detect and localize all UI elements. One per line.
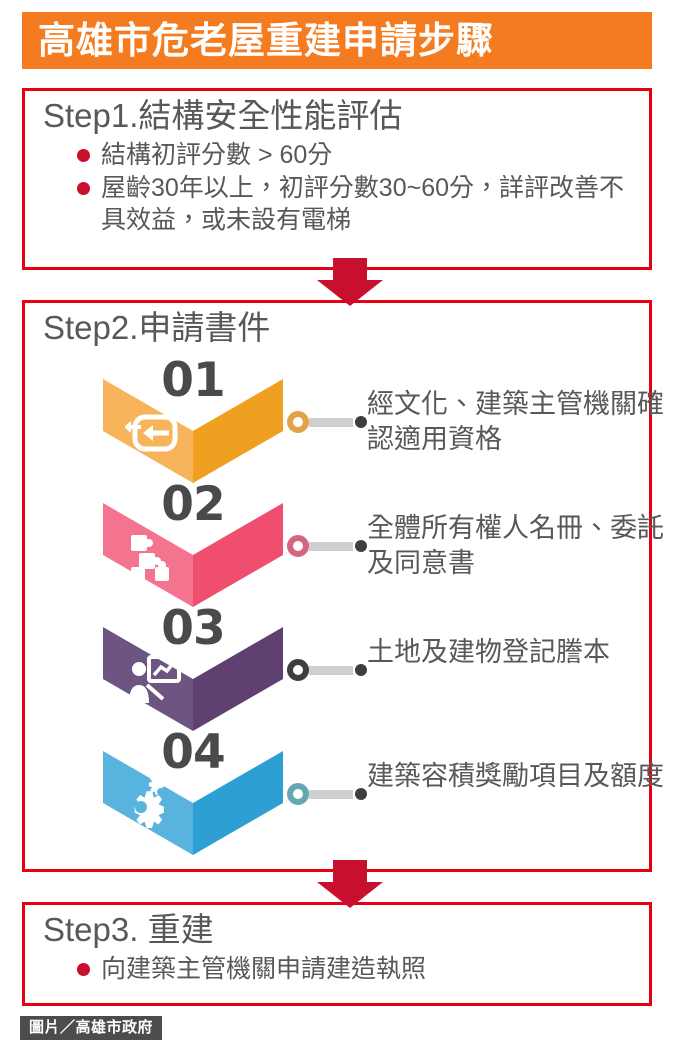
step2-item-list: 01 經文化、建築主管機關確認適用資格: [25, 357, 664, 861]
chevron-01: 01: [103, 357, 283, 483]
list-item: 03 土地及建物登記謄本: [25, 605, 649, 737]
step1-bullet-list: 結構初評分數 > 60分 屋齡30年以上，初評分數30~60分，詳評改善不具效益…: [25, 139, 649, 236]
step3-bullet-list: 向建築主管機關申請建造執照: [25, 953, 649, 985]
down-arrow-icon: [317, 860, 383, 908]
arrow-shaft: [333, 258, 367, 280]
gears-icon: [125, 775, 187, 833]
connector-04: [287, 781, 367, 807]
arrow-shaft: [333, 860, 367, 882]
item-label: 經文化、建築主管機關確認適用資格: [367, 389, 664, 455]
connector-dot-icon: [355, 664, 367, 676]
refresh-arrows-icon: [125, 403, 187, 461]
chevron-03: 03: [103, 605, 283, 731]
connector-bar: [309, 417, 353, 427]
connector-ring-icon: [287, 535, 309, 557]
down-arrow-icon: [317, 258, 383, 306]
connector-dot-icon: [355, 416, 367, 428]
item-label: 土地及建物登記謄本: [367, 637, 610, 667]
connector-bar: [309, 665, 353, 675]
bullet-dot-icon: [77, 962, 90, 976]
connector-ring-icon: [287, 783, 309, 805]
step3-bullet-text: 向建築主管機關申請建造執照: [101, 954, 427, 983]
presenter-chart-icon: [125, 651, 187, 709]
chevron-04: 04: [103, 729, 283, 855]
connector-dot-icon: [355, 540, 367, 552]
list-item: 屋齡30年以上，初評分數30~60分，詳評改善不具效益，或未設有電梯: [77, 172, 649, 236]
connector-02: [287, 533, 367, 559]
connector-dot-icon: [355, 788, 367, 800]
puzzle-pieces-icon: [125, 527, 187, 585]
arrow-head: [317, 280, 383, 306]
step1-title: Step1.結構安全性能評估: [43, 97, 403, 134]
step3-box: Step3. 重建 向建築主管機關申請建造執照: [22, 902, 652, 1006]
list-item: 01 經文化、建築主管機關確認適用資格: [25, 357, 664, 489]
connector-ring-icon: [287, 411, 309, 433]
connector-bar: [309, 789, 353, 799]
connector-01: [287, 409, 367, 435]
page-title: 高雄市危老屋重建申請步驟: [38, 20, 494, 61]
list-item: 結構初評分數 > 60分: [77, 139, 649, 171]
connector-bar: [309, 541, 353, 551]
step2-title: Step2.申請書件: [43, 309, 271, 346]
list-item: 向建築主管機關申請建造執照: [77, 953, 649, 985]
chevron-02: 02: [103, 481, 283, 607]
connector-ring-icon: [287, 659, 309, 681]
bullet-dot-icon: [77, 148, 90, 162]
item-label: 全體所有權人名冊、委託及同意書: [367, 513, 664, 579]
list-item: 02 全體所有權人名冊、委託及同意書: [25, 481, 664, 613]
arrow-head: [317, 882, 383, 908]
step1-box: Step1.結構安全性能評估 結構初評分數 > 60分 屋齡30年以上，初評分數…: [22, 88, 652, 270]
step2-box: Step2.申請書件: [22, 300, 664, 872]
connector-03: [287, 657, 367, 683]
item-label: 建築容積獎勵項目及額度: [367, 761, 664, 791]
header-banner: 高雄市危老屋重建申請步驟: [22, 12, 652, 69]
step1-bullet-text: 屋齡30年以上，初評分數30~60分，詳評改善不具效益，或未設有電梯: [101, 173, 625, 234]
step3-title: Step3. 重建: [43, 911, 214, 948]
step1-bullet-text: 結構初評分數 > 60分: [101, 140, 333, 169]
bullet-dot-icon: [77, 181, 90, 195]
image-credit: 圖片／高雄市政府: [20, 1016, 163, 1040]
list-item: 04 建築容積獎勵項目及額度: [25, 729, 664, 861]
